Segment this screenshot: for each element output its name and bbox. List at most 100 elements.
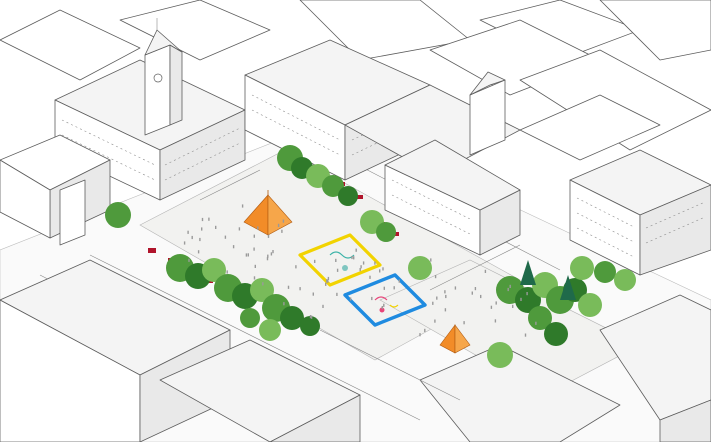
pedestrian — [490, 305, 493, 309]
pedestrian — [383, 286, 385, 290]
pedestrian — [507, 287, 509, 292]
pedestrian — [326, 279, 328, 283]
pedestrian — [381, 306, 383, 310]
pedestrian — [371, 296, 373, 301]
pedestrian — [495, 301, 497, 305]
pedestrian — [444, 308, 447, 312]
pedestrian — [257, 226, 259, 230]
pedestrian — [434, 319, 436, 323]
right-tree-cluster — [487, 256, 636, 368]
pedestrian — [270, 252, 273, 256]
pedestrian — [362, 261, 365, 265]
pedestrian — [322, 304, 324, 308]
pedestrian — [327, 276, 330, 281]
pedestrian — [327, 279, 329, 283]
pedestrian — [512, 304, 514, 308]
pedestrian — [277, 223, 280, 227]
lower-tree-row — [166, 254, 320, 341]
pedestrian — [526, 292, 528, 296]
pedestrian — [336, 292, 338, 296]
pedestrian — [434, 275, 437, 279]
left-buildings — [0, 134, 111, 246]
pedestrian — [335, 258, 337, 262]
pedestrian — [226, 270, 228, 274]
pedestrian — [520, 297, 522, 301]
pedestrian — [383, 303, 385, 307]
pedestrian — [351, 255, 353, 260]
pedestrian — [191, 235, 193, 240]
pedestrian — [325, 282, 327, 286]
pedestrian — [359, 268, 361, 272]
pedestrian — [310, 315, 313, 319]
pedestrian — [398, 279, 400, 283]
pedestrian — [272, 250, 274, 254]
pedestrian — [436, 296, 438, 300]
pedestrian — [360, 265, 362, 269]
pedestrian — [266, 257, 269, 261]
pedestrian — [253, 247, 255, 251]
pedestrian — [463, 321, 465, 325]
pedestrian — [287, 285, 290, 289]
blue-play-area — [343, 273, 427, 327]
pedestrian — [247, 253, 249, 257]
pedestrian — [224, 235, 227, 239]
upper-tree-row — [105, 145, 432, 280]
pedestrian — [241, 204, 244, 208]
pedestrian — [232, 245, 235, 249]
pedestrian — [201, 217, 204, 222]
pedestrian — [471, 291, 473, 295]
pedestrian — [183, 241, 186, 245]
pedestrian — [419, 333, 421, 337]
pedestrian — [283, 302, 285, 306]
pedestrian — [480, 294, 482, 299]
pedestrian — [494, 319, 497, 323]
pedestrian — [238, 227, 241, 231]
right-buildings — [519, 94, 711, 276]
pedestrian — [509, 284, 511, 288]
pedestrian — [201, 227, 203, 231]
pedestrian — [379, 269, 381, 273]
pedestrian — [281, 229, 283, 233]
pedestrian — [382, 267, 384, 271]
pedestrian — [253, 234, 255, 238]
pedestrian — [353, 256, 355, 260]
pedestrian — [197, 250, 200, 254]
pedestrian — [282, 219, 285, 223]
pedestrian — [267, 254, 269, 258]
upper-row-buildings — [244, 39, 521, 256]
small-tent — [439, 324, 471, 354]
pedestrian — [312, 292, 314, 296]
pedestrian — [474, 287, 477, 291]
pedestrian — [393, 286, 395, 290]
pedestrians — [183, 204, 537, 337]
pedestrian — [215, 225, 217, 229]
pedestrian — [254, 264, 256, 268]
pedestrian — [432, 301, 434, 305]
pedestrian — [267, 234, 270, 238]
pedestrian — [309, 315, 312, 319]
pedestrian — [199, 237, 201, 242]
pedestrian — [262, 282, 264, 286]
pedestrian — [444, 290, 446, 294]
pedestrian — [535, 321, 537, 325]
pedestrian — [445, 294, 447, 299]
pedestrian — [336, 268, 339, 272]
pedestrian — [374, 261, 376, 265]
pedestrian — [295, 265, 297, 269]
pedestrian — [349, 297, 352, 301]
pedestrian — [355, 248, 357, 252]
pedestrian — [314, 259, 316, 263]
pedestrian — [484, 269, 487, 273]
foreground-buildings — [0, 259, 711, 442]
street-details — [199, 169, 521, 401]
pedestrian — [369, 275, 371, 279]
pedestrian — [424, 328, 426, 332]
pedestrian — [245, 253, 248, 257]
pedestrian — [430, 258, 432, 262]
large-tent — [243, 190, 293, 236]
pedestrian — [253, 276, 256, 280]
pedestrian — [299, 287, 301, 291]
pedestrian — [524, 333, 527, 337]
yellow-play-area — [298, 233, 382, 287]
